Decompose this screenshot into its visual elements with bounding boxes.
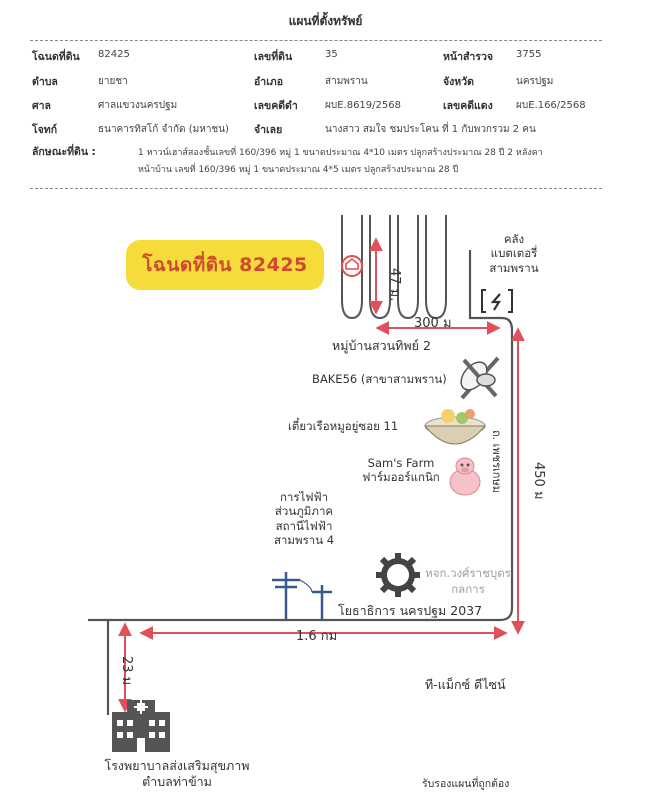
gear-icon xyxy=(376,553,420,597)
pig-icon xyxy=(449,457,481,496)
noodle-shop-label: เตี๋ยวเรือหมูอยู่ซอย 11 xyxy=(288,419,399,433)
district-label: อำเภอ xyxy=(254,76,284,88)
defendant-label: จำเลย xyxy=(254,124,283,136)
description-line-2: หน้าบ้าน เลขที่ 160/396 หมู่ 1 ขนาดประมา… xyxy=(138,165,459,175)
distance-450m: 450 ม xyxy=(531,462,546,500)
village-streets xyxy=(341,215,447,320)
battery-warehouse-label: คลัง แบตเตอรี่ สามพราน xyxy=(474,232,554,275)
description-line-1: 1 หาวน์เฮาส์สองชั้นเลขที่ 160/396 หมู่ 1… xyxy=(138,148,543,158)
power-pole-icon xyxy=(272,572,332,620)
battery-label-line-3: สามพราน xyxy=(489,260,539,275)
village-label: หมู่บ้านสวนทิพย์ 2 xyxy=(332,338,431,353)
title-banner: โฉนดที่ดิน 82425 xyxy=(126,240,324,290)
plaintiff-value: ธนาคารทิสโก้ จำกัด (มหาชน) xyxy=(98,124,229,135)
soi-loop-2 xyxy=(369,215,391,320)
description-label: ลักษณะที่ดิน : xyxy=(32,146,96,158)
land-no-value: 35 xyxy=(325,49,338,60)
plaintiff-label: โจทก์ xyxy=(32,124,58,136)
red-case-value: ผบE.166/2568 xyxy=(516,100,586,111)
province-value: นครปฐม xyxy=(516,76,554,87)
divider-bottom xyxy=(30,188,602,189)
company-line-2: กลการ xyxy=(451,581,485,596)
divider-top xyxy=(30,40,602,41)
battery-icon xyxy=(481,289,513,313)
court-label: ศาล xyxy=(32,100,51,112)
district-value: สามพราน xyxy=(325,76,368,87)
hospital-line-2: ตำบลท่าข้าม xyxy=(142,773,212,789)
distance-1-6km: 1.6 กม xyxy=(296,629,338,644)
province-label: จังหวัด xyxy=(443,76,474,88)
battery-label-line-1: คลัง xyxy=(503,232,525,246)
black-case-label: เลขคดีดำ xyxy=(254,100,298,112)
company-line-1: หจก.วงศ์ราชบุตร xyxy=(425,566,511,580)
electric-line-3: สถานีไฟฟ้า xyxy=(275,518,333,533)
road-2037-label: โยธาธิการ นครปฐม 2037 xyxy=(338,603,483,618)
distance-23m: 23 ม xyxy=(119,656,134,686)
page-title: แผนที่ตั้งทรัพย์ xyxy=(288,14,363,28)
soi-loop-1 xyxy=(341,215,363,320)
defendant-value: นางสาว สมใจ ชมประโคน ที่ 1 กับพวกรวม 2 ค… xyxy=(325,124,536,135)
court-value: ศาลแขวงนครปฐม xyxy=(98,100,178,111)
survey-label: หน้าสำรวจ xyxy=(443,51,493,63)
road-name-label: ถ. เพชรเกษม xyxy=(489,430,503,493)
distance-300m: 300 ม xyxy=(414,316,452,331)
farm-line-2: ฟาร์มออร์แกนิก xyxy=(362,470,440,485)
electric-line-2: ส่วนภูมิภาค xyxy=(274,504,334,519)
hospital-icon xyxy=(112,700,170,752)
distance-47m: 47 ม. xyxy=(387,268,402,302)
certify-label: รับรองแผนที่ถูกต้อง xyxy=(422,778,510,790)
hospital-label: โรงพยาบาลส่งเสริมสุขภาพ ตำบลท่าข้าม xyxy=(82,758,272,789)
electric-line-4: สามพราน 4 xyxy=(273,533,335,548)
black-case-value: ผบE.8619/2568 xyxy=(325,100,401,111)
bake56-label: BAKE56 (สาขาสามพราน) xyxy=(312,372,447,386)
electric-line-1: การไฟฟ้า xyxy=(279,490,329,504)
subdistrict-label: ตำบล xyxy=(32,76,58,88)
red-case-label: เลขคดีแดง xyxy=(443,100,493,112)
house-icon xyxy=(341,255,363,277)
deed-label: โฉนดที่ดิน xyxy=(32,51,80,63)
battery-label-line-2: แบตเตอรี่ xyxy=(490,246,538,261)
noodle-bowl-icon xyxy=(423,409,487,445)
subdistrict-value: ยายชา xyxy=(98,76,128,87)
sams-farm-label: Sam's Farm ฟาร์มออร์แกนิก xyxy=(346,456,456,485)
tmax-design-label: ที-แม็กซ์ ดีไซน์ xyxy=(425,677,506,692)
soi-loop-4 xyxy=(425,215,447,320)
deed-value: 82425 xyxy=(98,49,130,60)
soi-loop-3 xyxy=(397,215,419,320)
bakery-icon xyxy=(460,356,500,400)
electricity-authority-label: การไฟฟ้า ส่วนภูมิภาค สถานีไฟฟ้า สามพราน … xyxy=(262,490,346,548)
farm-line-1: Sam's Farm xyxy=(367,456,435,470)
hospital-line-1: โรงพยาบาลส่งเสริมสุขภาพ xyxy=(104,758,250,773)
survey-value: 3755 xyxy=(516,49,542,60)
land-no-label: เลขที่ดิน xyxy=(254,51,293,63)
company-label: หจก.วงศ์ราชบุตร กลการ xyxy=(418,566,518,597)
